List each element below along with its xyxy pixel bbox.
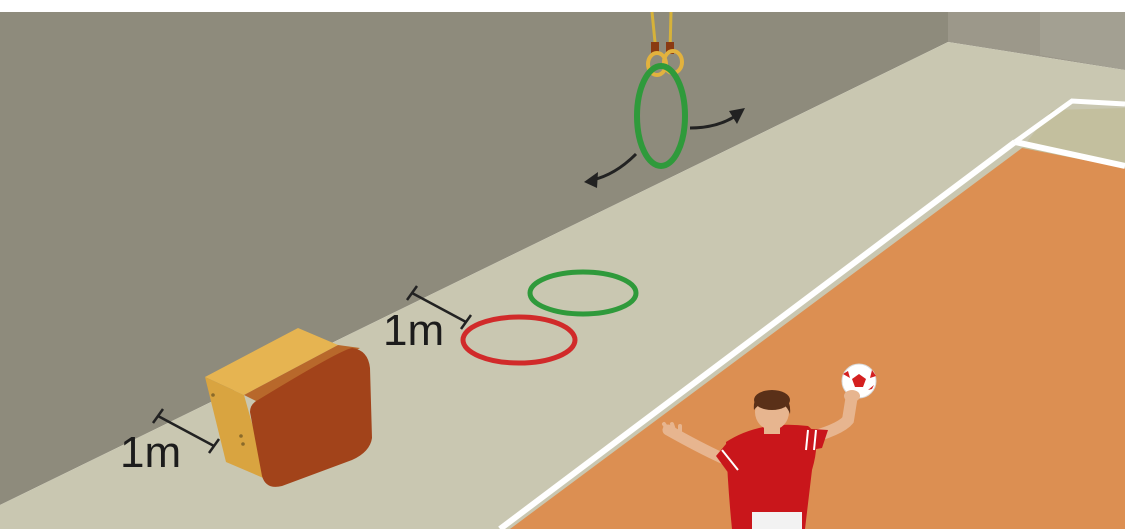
box-distance-label: 1m [120, 428, 181, 477]
hoop-distance-label: 1m [383, 306, 444, 355]
throwing-hand [844, 390, 860, 402]
